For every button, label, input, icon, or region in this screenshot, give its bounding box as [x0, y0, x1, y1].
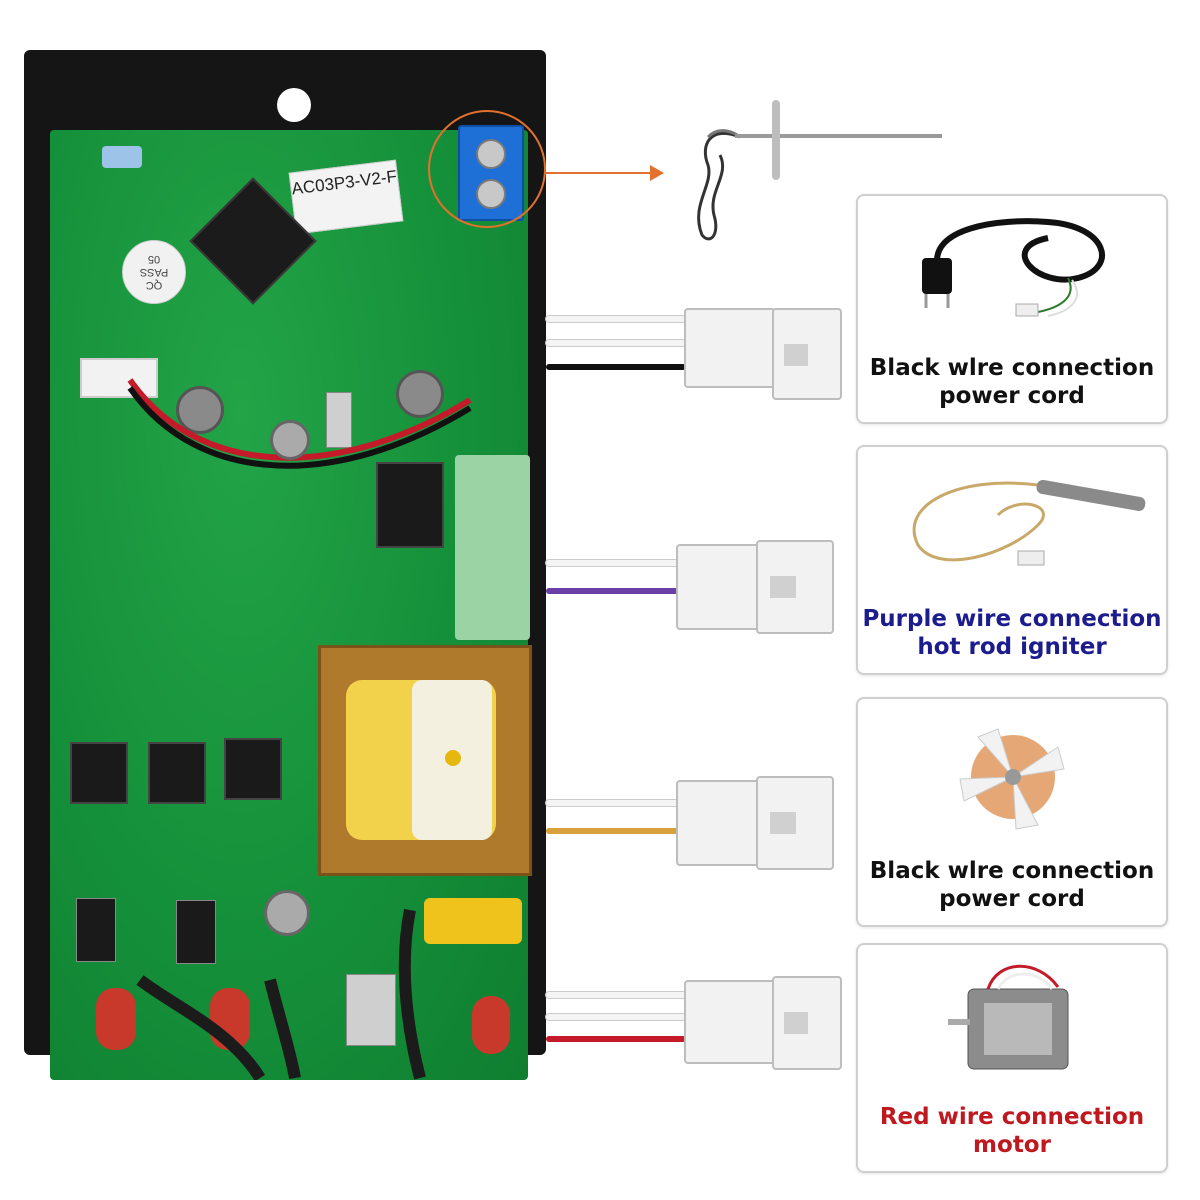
- connector-slot: [770, 576, 796, 598]
- electrolytic-capacitor: [396, 370, 444, 418]
- qc-pass-sticker: QC PASS 05: [122, 240, 186, 304]
- card-title-line1: Red wire connection: [879, 1104, 1145, 1130]
- x2-capacitor: [424, 898, 522, 944]
- card-power-cord: Black wlre connection power cord: [856, 194, 1168, 424]
- card-title-line1: Black wlre connection: [869, 858, 1155, 884]
- triac: [76, 898, 116, 962]
- callout-arrow-head: [650, 165, 664, 181]
- highlight-circle: [428, 110, 546, 228]
- motor-icon: [948, 964, 1069, 1070]
- regulator: [326, 392, 352, 448]
- model-label: AC03P3-V2-F: [288, 159, 404, 235]
- card-title-line1: Purple wire connection: [862, 606, 1162, 632]
- card-fan: Black wlre connection power cord: [856, 697, 1168, 927]
- optocoupler: [70, 742, 128, 804]
- electrolytic-capacitor: [176, 386, 224, 434]
- wire-connector-4-mate: [772, 976, 842, 1070]
- wire-connector-4: [684, 980, 776, 1064]
- white-wire: [546, 340, 686, 346]
- wire-connector-3: [676, 780, 760, 866]
- capacitor-cy2: [102, 146, 142, 168]
- card-title-line2: motor: [973, 1132, 1051, 1158]
- triac: [176, 900, 216, 964]
- power-cables: [136, 908, 426, 1080]
- qc-text: QC: [145, 279, 163, 292]
- mounting-hole: [277, 88, 311, 122]
- qc-pass-text: PASS: [139, 266, 169, 279]
- connector-slot: [784, 344, 808, 366]
- card-motor: Red wire connection motor: [856, 943, 1168, 1173]
- qc-number-text: 05: [147, 253, 161, 266]
- film-capacitor: [96, 988, 136, 1050]
- white-wire: [546, 1014, 686, 1020]
- orange-wire: [546, 828, 680, 834]
- card-title-line2: hot rod igniter: [917, 634, 1107, 660]
- connector-slot: [770, 812, 796, 834]
- diode-array: [376, 462, 444, 548]
- fan-icon: [959, 728, 1065, 830]
- fuse-holder: [346, 974, 396, 1046]
- card-hot-rod-igniter: Purple wire connection hot rod igniter: [856, 445, 1168, 675]
- card-title-line2: power cord: [939, 886, 1085, 912]
- power-connector: [80, 358, 158, 398]
- wire-connector-1-mate: [772, 308, 842, 400]
- bobbin-mark: [445, 750, 461, 766]
- red-black-wire: [127, 378, 472, 469]
- card-title-line1: Black wlre connection: [869, 355, 1155, 381]
- callout-arrow: [544, 172, 654, 174]
- wire-connector-1: [684, 308, 776, 388]
- connector-slot: [784, 1012, 808, 1034]
- hot-rod-igniter-icon: [912, 479, 1146, 566]
- wire-connector-2-mate: [756, 540, 834, 634]
- white-wire: [546, 560, 680, 566]
- temperature-probe-image: [697, 100, 942, 241]
- white-wire: [546, 800, 680, 806]
- wire-connector-2: [676, 544, 760, 630]
- black-wire: [546, 364, 686, 370]
- mounting-screw: [270, 420, 310, 460]
- power-cord-icon: [922, 218, 1105, 317]
- red-wire: [546, 1036, 686, 1042]
- purple-wire: [546, 588, 680, 594]
- mounting-screw: [264, 890, 310, 936]
- optocoupler: [224, 738, 282, 800]
- white-wire: [546, 316, 686, 322]
- optocoupler: [148, 742, 206, 804]
- white-wire: [546, 992, 686, 998]
- card-title-line2: power cord: [939, 383, 1085, 409]
- wire-connector-3-mate: [756, 776, 834, 870]
- film-capacitor: [472, 996, 510, 1054]
- relay-block: [455, 455, 530, 640]
